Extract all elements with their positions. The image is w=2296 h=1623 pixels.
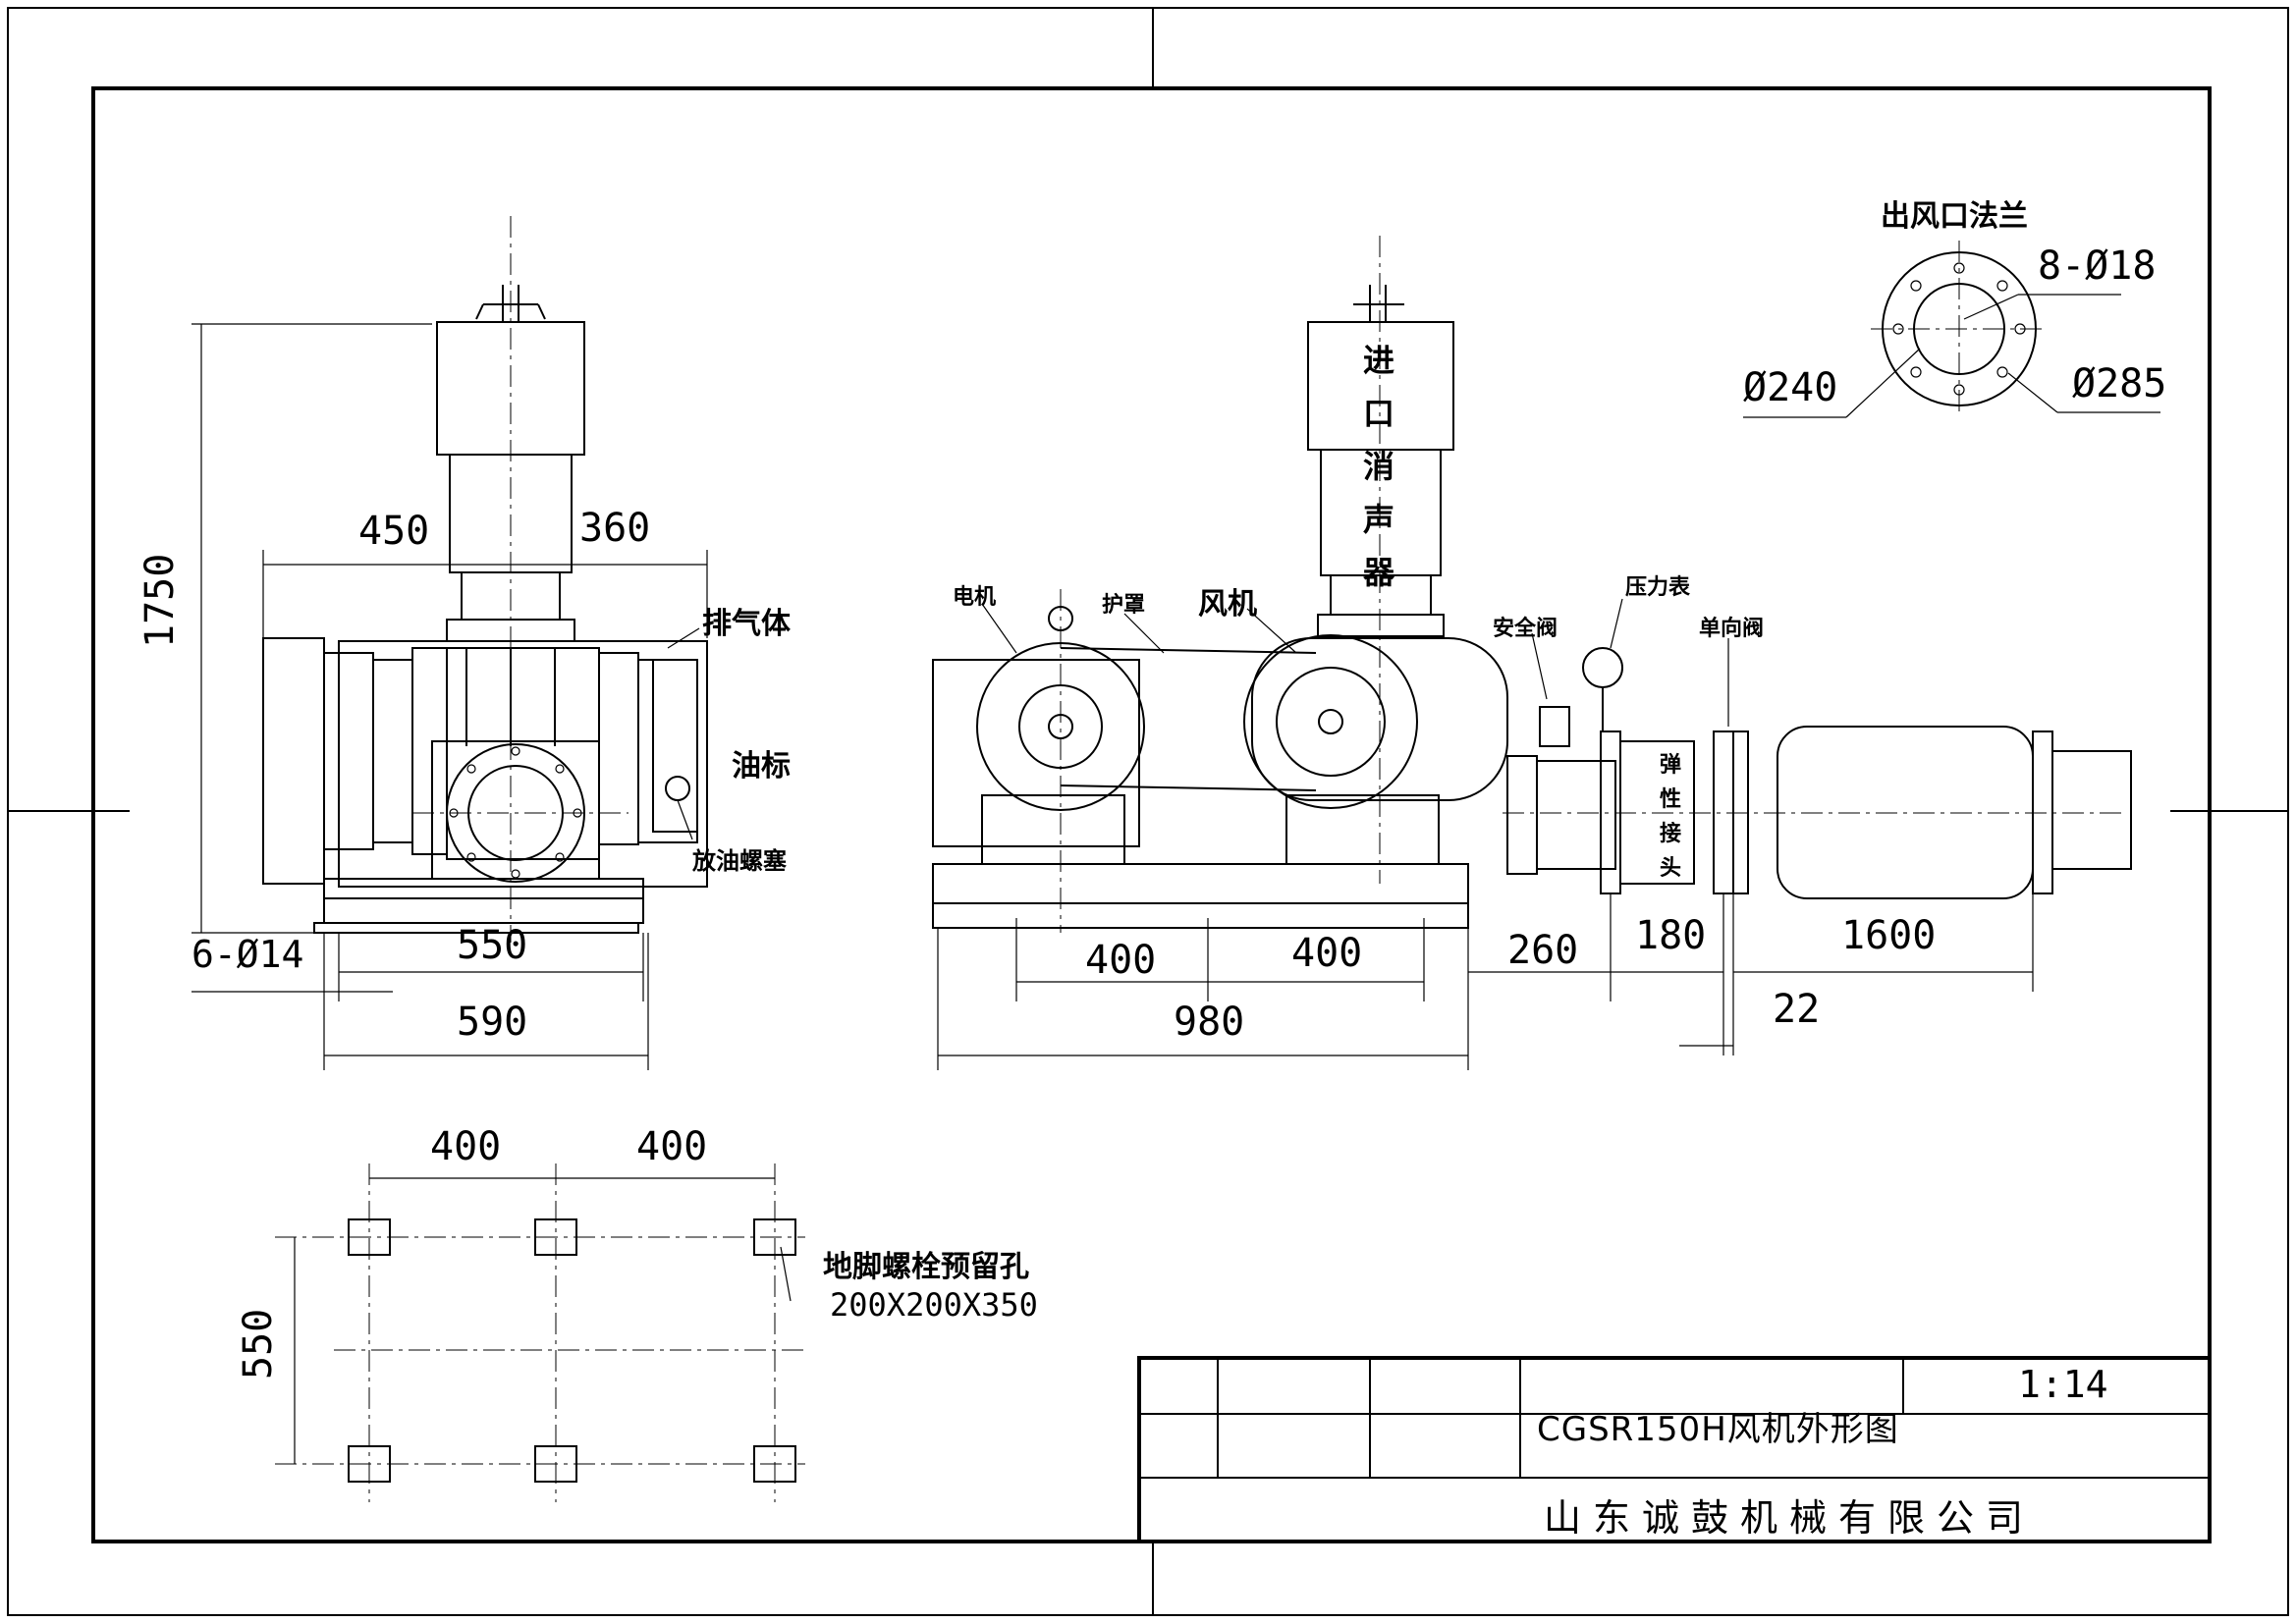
flange-holes: 8-Ø18: [2038, 243, 2157, 289]
label-guard: 护罩: [1102, 593, 1146, 618]
dim-260: 260: [1507, 928, 1579, 973]
label-blower: 风机: [1198, 587, 1257, 622]
foundation-label: 地脚螺栓预留孔: [823, 1250, 1029, 1284]
label-drain-plug: 放油螺塞: [692, 847, 787, 875]
label-motor: 电机: [953, 585, 997, 610]
flange-inner-dia: Ø240: [1743, 365, 1838, 410]
foundation-plan: [275, 1163, 805, 1502]
title-block: [1137, 1356, 2212, 1543]
flange-title: 出风口法兰: [1881, 199, 2028, 234]
label-oil-mark: 油标: [732, 749, 791, 784]
drawing-border: [91, 86, 2212, 1543]
foundation-dim-550: 550: [236, 1308, 281, 1380]
label-silencer: 进口消声器: [1363, 342, 1395, 591]
flange-outer-dia: Ø285: [2072, 361, 2167, 406]
company-name: 山东诚鼓机械有限公司: [1544, 1496, 2036, 1540]
dim-400-side-b: 400: [1291, 931, 1363, 976]
dim-360: 360: [579, 506, 651, 551]
flange-view: [1743, 241, 2160, 418]
dim-590: 590: [457, 1000, 528, 1045]
dim-180: 180: [1635, 913, 1707, 958]
dim-1600: 1600: [1841, 913, 1937, 958]
drawing-scale: 1:14: [2018, 1363, 2108, 1406]
label-exhaust: 排气体: [702, 607, 791, 641]
label-safety-valve: 安全阀: [1493, 617, 1558, 641]
foundation-dim-400-a: 400: [430, 1124, 502, 1169]
label-pressure-gauge: 压力表: [1625, 575, 1691, 600]
foundation-dim-400-b: 400: [636, 1124, 708, 1169]
front-view: [191, 216, 708, 1070]
dim-6-phi14: 6-Ø14: [191, 933, 304, 976]
dim-400-side-a: 400: [1085, 938, 1157, 983]
side-view: [932, 236, 2132, 1070]
dim-450: 450: [358, 509, 430, 554]
dim-550-front: 550: [457, 923, 528, 968]
dim-980: 980: [1174, 1000, 1245, 1045]
drawing-title: CGSR150H风机外形图: [1537, 1410, 1899, 1449]
label-flex-joint: 弹性接头: [1660, 753, 1682, 881]
dim-22: 22: [1773, 987, 1821, 1032]
dim-1750: 1750: [137, 553, 183, 648]
foundation-size: 200X200X350: [830, 1286, 1038, 1324]
label-check-valve: 单向阀: [1699, 617, 1765, 641]
